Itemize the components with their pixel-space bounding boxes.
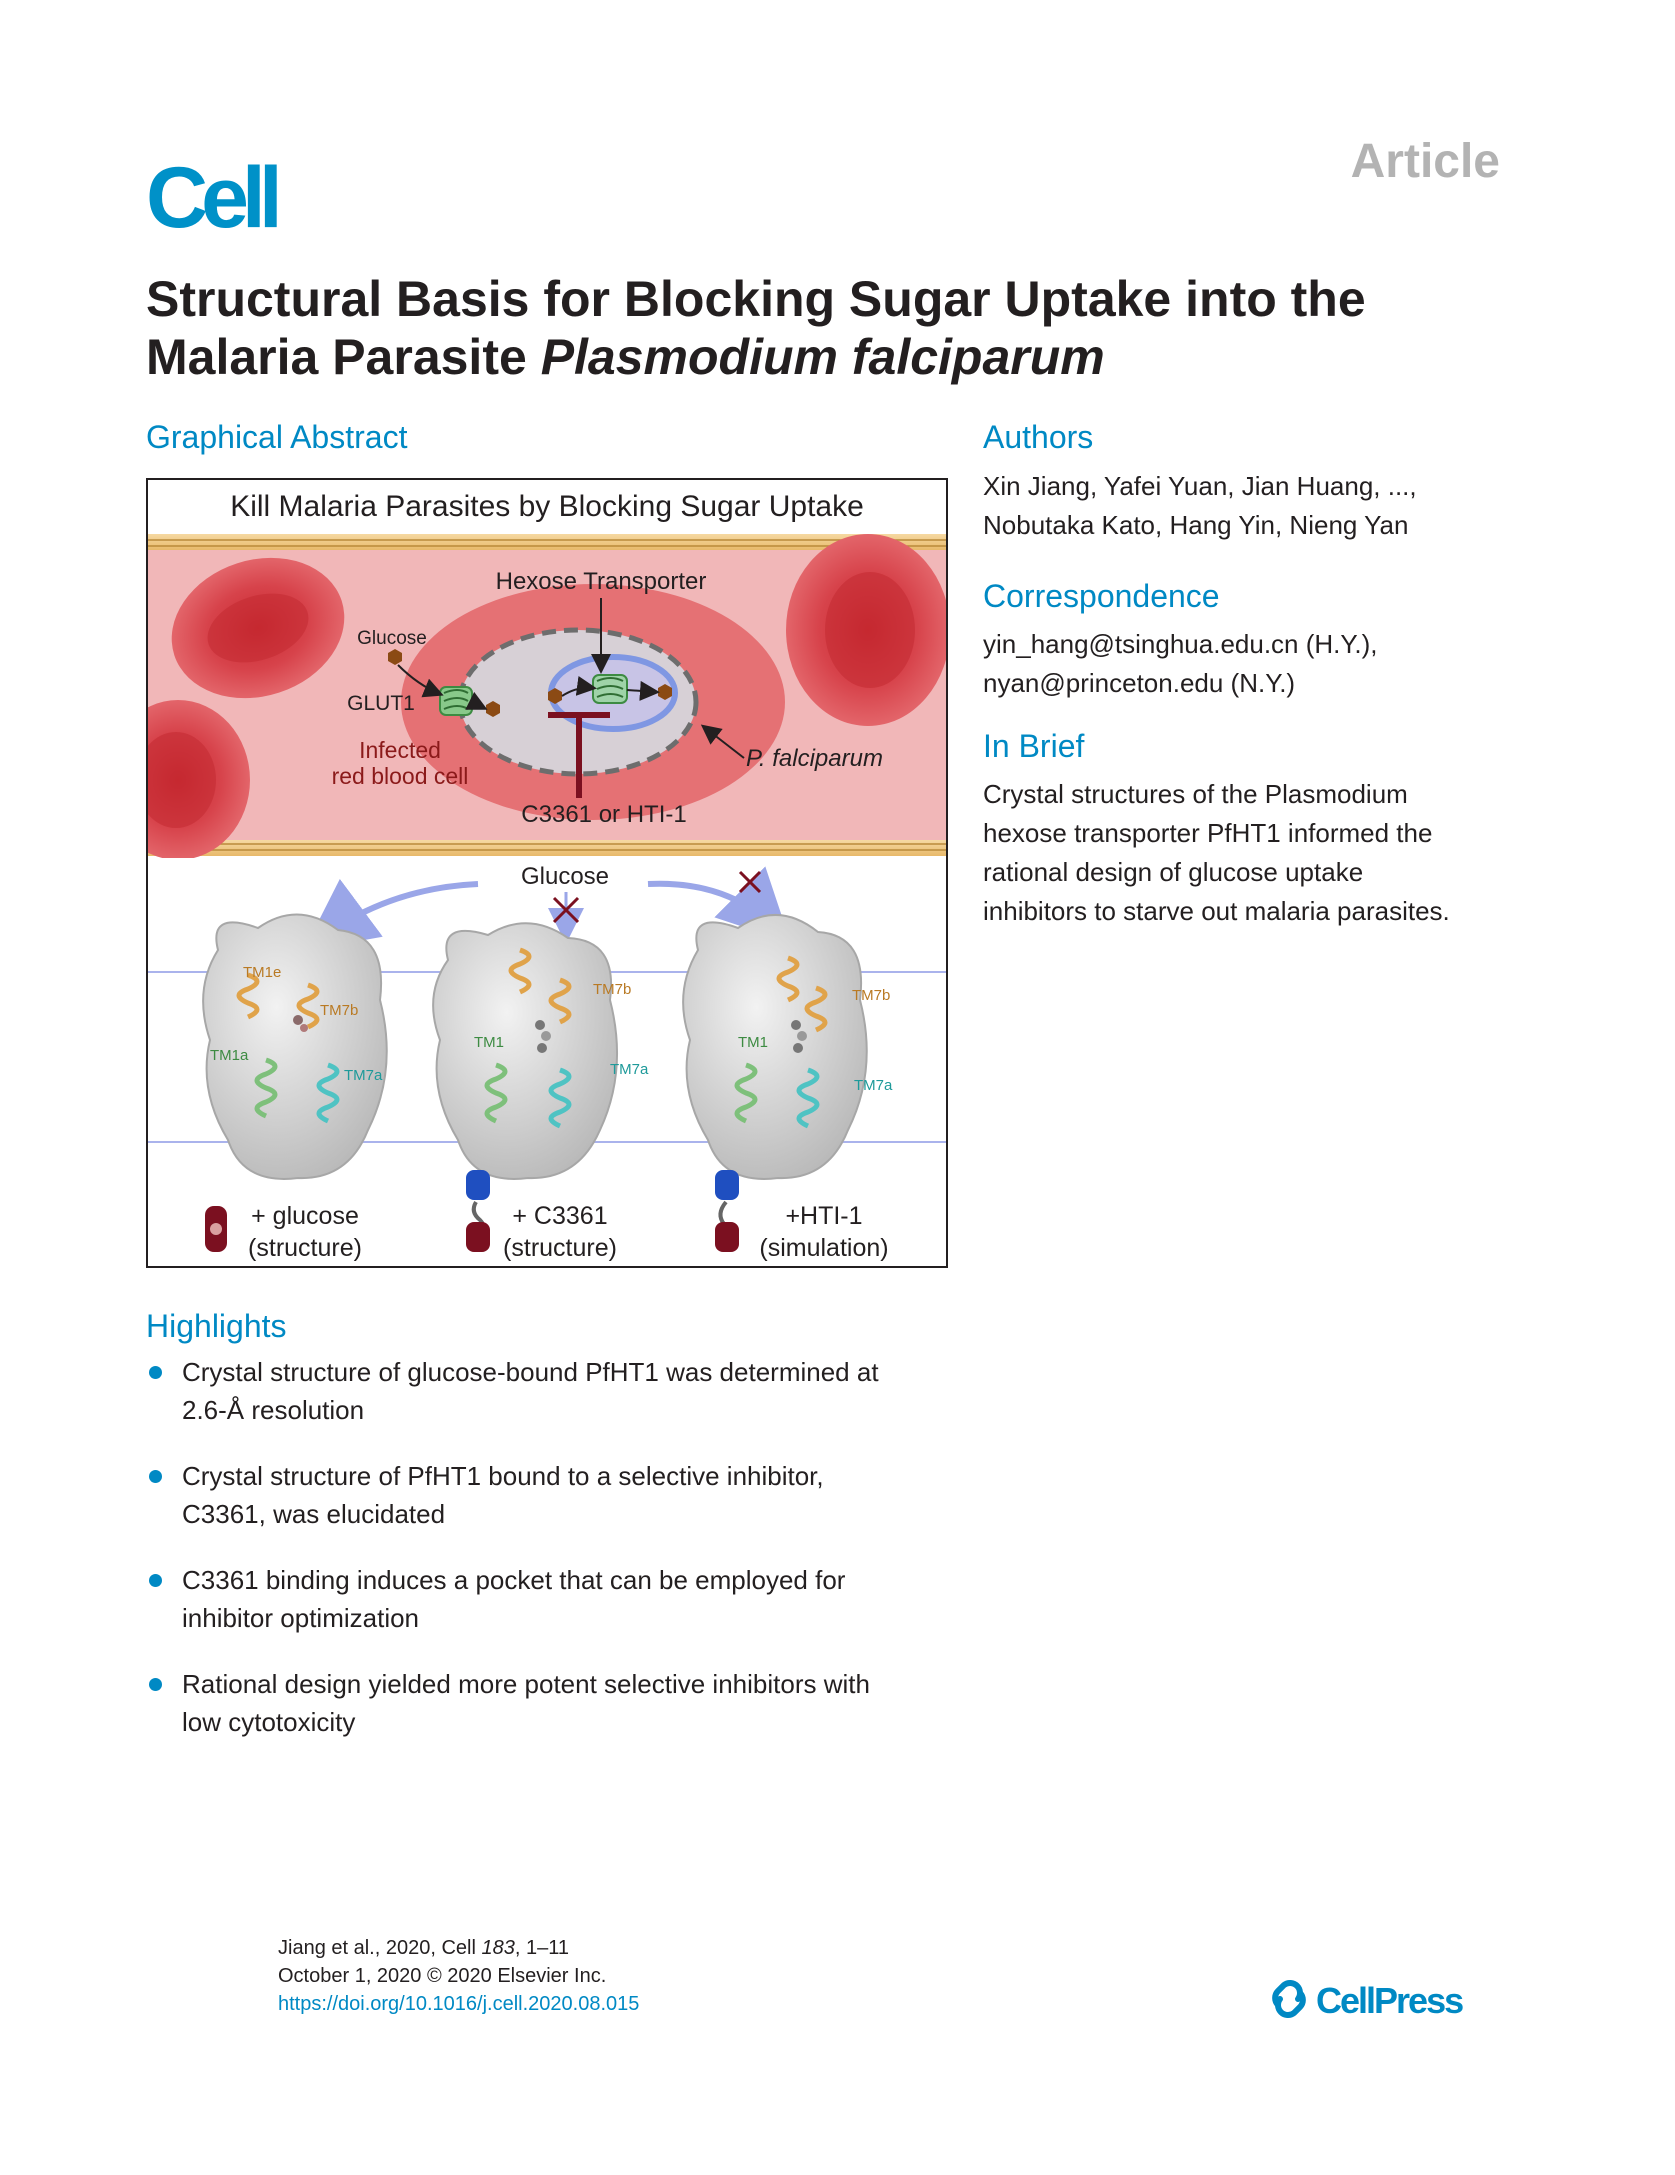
- panel3-tm-label-2: TM1: [738, 1034, 768, 1051]
- graphical-abstract-figure: Kill Malaria Parasites by Blocking Sugar…: [146, 478, 948, 1268]
- protein-structure-c3361: [432, 922, 619, 1180]
- protein-structure-glucose: [202, 913, 388, 1180]
- correspondence-email-2[interactable]: nyan@princeton.edu (N.Y.): [983, 668, 1296, 698]
- label-inhibitor: C3361 or HTI-1: [521, 801, 686, 828]
- authors-list: Xin Jiang, Yafei Yuan, Jian Huang, ..., …: [983, 467, 1417, 545]
- highlight-item: C3361 binding induces a pocket that can …: [146, 1561, 946, 1637]
- label-p-falciparum: P. falciparum: [746, 745, 883, 772]
- citation-footer: Jiang et al., 2020, Cell 183, 1–11 Octob…: [278, 1934, 639, 2018]
- highlight-4-line-1: Rational design yielded more potent sele…: [182, 1669, 870, 1699]
- citation-prefix: Jiang et al., 2020, Cell: [278, 1937, 482, 1959]
- title-line-2-plain: Malaria Parasite: [146, 329, 541, 385]
- panel1-caption-2: (structure): [248, 1234, 362, 1262]
- citation-line: Jiang et al., 2020, Cell 183, 1–11: [278, 1934, 639, 1962]
- authors-line-1: Xin Jiang, Yafei Yuan, Jian Huang, ...,: [983, 471, 1417, 501]
- in-brief-line-3: rational design of glucose uptake: [983, 857, 1364, 887]
- glucose-molecule-4: [658, 684, 672, 700]
- panel1-tm-label-2: TM7b: [320, 1002, 358, 1019]
- panel2-tm-label-3: TM7a: [610, 1061, 649, 1078]
- highlight-item: Rational design yielded more potent sele…: [146, 1665, 946, 1741]
- title-line-1: Structural Basis for Blocking Sugar Upta…: [146, 271, 1366, 327]
- cellpress-chain-icon: [1272, 1980, 1306, 2018]
- label-hexose-transporter: Hexose Transporter: [496, 568, 707, 595]
- graphical-abstract-svg: Kill Malaria Parasites by Blocking Sugar…: [148, 480, 946, 1266]
- hti1-ligand-icon-bottom: [715, 1222, 739, 1252]
- highlight-3-line-2: inhibitor optimization: [182, 1603, 420, 1633]
- block-x-mark-center: [552, 896, 580, 924]
- cell-journal-logo: Cell: [146, 150, 283, 246]
- cellpress-logo: CellPress: [1272, 1980, 1465, 2021]
- panel1-caption-1: + glucose: [251, 1202, 359, 1230]
- panel3-caption-1: +HTI-1: [785, 1202, 862, 1230]
- article-title: Structural Basis for Blocking Sugar Upta…: [146, 270, 1526, 386]
- highlight-2-line-2: C3361, was elucidated: [182, 1499, 446, 1529]
- bullet-icon: [149, 1574, 162, 1587]
- citation-pages: , 1–11: [514, 1937, 569, 1959]
- graphical-abstract-heading: Graphical Abstract: [146, 419, 408, 455]
- doi-link[interactable]: https://doi.org/10.1016/j.cell.2020.08.0…: [278, 1993, 640, 2015]
- highlight-item: Crystal structure of PfHT1 bound to a se…: [146, 1457, 946, 1533]
- in-brief-line-4: inhibitors to starve out malaria parasit…: [983, 896, 1450, 926]
- bullet-icon: [149, 1366, 162, 1379]
- highlight-4-line-2: low cytotoxicity: [182, 1707, 356, 1737]
- highlight-2-line-1: Crystal structure of PfHT1 bound to a se…: [182, 1461, 824, 1491]
- authors-line-2: Nobutaka Kato, Hang Yin, Nieng Yan: [983, 510, 1409, 540]
- label-glucose-top: Glucose: [357, 628, 427, 649]
- panel3-tm-label-1: TM7b: [852, 987, 890, 1004]
- label-glut1: GLUT1: [347, 692, 415, 715]
- ga-banner-text: Kill Malaria Parasites by Blocking Sugar…: [230, 490, 864, 523]
- citation-volume: 183: [481, 1937, 515, 1959]
- glucose-molecule-3: [548, 688, 562, 704]
- in-brief-line-1: Crystal structures of the Plasmodium: [983, 779, 1408, 809]
- title-line-2-italic: Plasmodium falciparum: [540, 329, 1105, 385]
- c3361-ligand-icon-top: [466, 1170, 490, 1200]
- correspondence-emails: yin_hang@tsinghua.edu.cn (H.Y.), nyan@pr…: [983, 625, 1378, 703]
- highlight-1-line-1: Crystal structure of glucose-bound PfHT1…: [182, 1357, 879, 1387]
- cellpress-wordmark: CellPress: [1316, 1980, 1463, 2021]
- correspondence-email-1[interactable]: yin_hang@tsinghua.edu.cn (H.Y.),: [983, 629, 1378, 659]
- in-brief-heading: In Brief: [983, 728, 1085, 764]
- panel3-tm-label-3: TM7a: [854, 1077, 893, 1094]
- hexose-transporter-icon: [592, 674, 628, 704]
- article-type-label: Article: [1350, 135, 1500, 188]
- highlight-item: Crystal structure of glucose-bound PfHT1…: [146, 1353, 946, 1429]
- panel2-caption-2: (structure): [503, 1234, 617, 1262]
- label-glucose-bottom: Glucose: [521, 863, 609, 890]
- in-brief-line-2: hexose transporter PfHT1 informed the: [983, 818, 1433, 848]
- glut1-transporter: [439, 686, 473, 716]
- bullet-icon: [149, 1678, 162, 1691]
- label-infected-line2: red blood cell: [332, 763, 469, 789]
- block-x-mark-right: [738, 870, 762, 894]
- highlight-1-line-2: 2.6-Å resolution: [182, 1395, 365, 1425]
- in-brief-text: Crystal structures of the Plasmodium hex…: [983, 775, 1450, 931]
- panel1-tm-label-4: TM7a: [344, 1067, 383, 1084]
- label-infected-line1: Infected: [359, 737, 441, 763]
- authors-heading: Authors: [983, 419, 1094, 455]
- glucose-molecule-2: [486, 701, 500, 717]
- correspondence-heading: Correspondence: [983, 578, 1220, 614]
- panel1-tm-label-1: TM1e: [243, 964, 281, 981]
- panel2-tm-label-1: TM7b: [593, 981, 631, 998]
- panel2-caption-1: + C3361: [512, 1202, 607, 1230]
- protein-structure-hti1: [682, 914, 868, 1180]
- bullet-icon: [149, 1470, 162, 1483]
- publication-date-line: October 1, 2020 © 2020 Elsevier Inc.: [278, 1965, 607, 1987]
- highlights-heading: Highlights: [146, 1308, 287, 1344]
- glucose-molecule-1: [388, 649, 402, 665]
- panel3-caption-2: (simulation): [759, 1234, 888, 1262]
- c3361-ligand-icon-bottom: [466, 1222, 490, 1252]
- panel1-tm-label-3: TM1a: [210, 1047, 249, 1064]
- highlight-3-line-1: C3361 binding induces a pocket that can …: [182, 1565, 846, 1595]
- title-line-2: Malaria Parasite Plasmodium falciparum: [146, 328, 1526, 386]
- panel2-tm-label-2: TM1: [474, 1034, 504, 1051]
- hti1-ligand-icon-top: [715, 1170, 739, 1200]
